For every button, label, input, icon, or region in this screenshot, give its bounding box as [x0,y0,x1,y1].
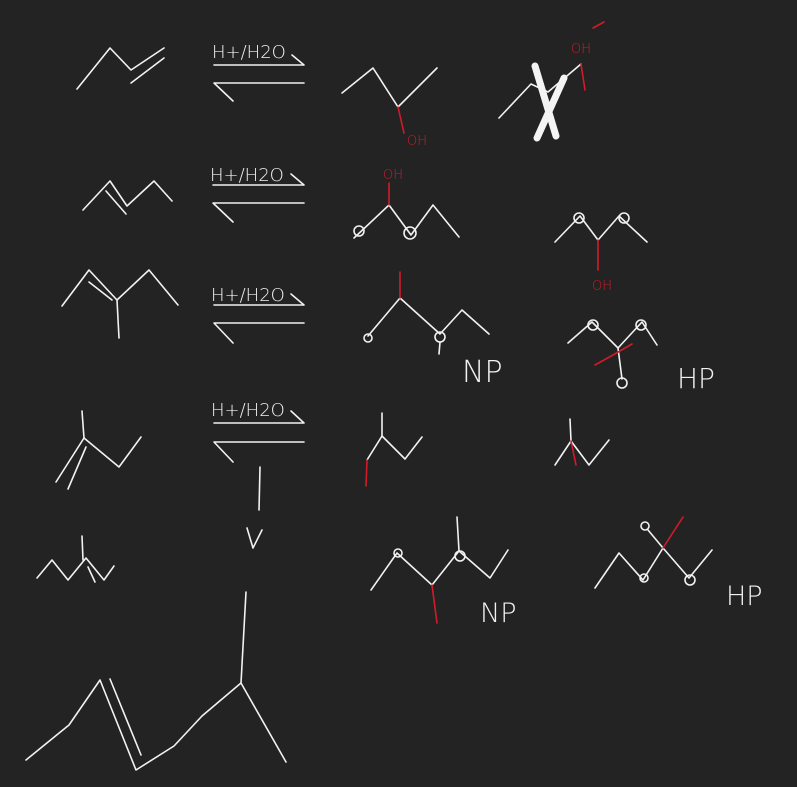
reagent-row1: H+/H2O [212,42,286,63]
reagent-label-row1: H+/H2O [212,42,286,63]
reagent-row3: H+/H2O [211,285,285,306]
product-2-butanol-alt: OH [554,212,648,294]
product-2-butanol: OH [353,168,460,240]
small-sketch-row5 [36,535,115,583]
product-hp-row3: HP [567,319,715,395]
hp-label-row3: HP [677,362,715,395]
large-alkene-structure [25,591,287,771]
product-np-row5: NP [370,516,516,629]
equilibrium-arrow-icon [213,293,305,344]
np-label-row3: NP [462,355,503,390]
reactant-2-butene [82,180,173,215]
reagent-row2: H+/H2O [210,165,284,186]
np-label-row5: NP [480,598,516,629]
down-arrow-icon [246,466,263,549]
product-propanol: OH [341,67,438,149]
equilibrium-arrow-icon [213,410,305,463]
equilibrium-arrow-icon [212,173,305,223]
product-hp-row5: HP [594,516,763,612]
reagent-label-row4: H+/H2O [211,400,285,421]
oh-label-crossed: OH [571,42,591,57]
oh-label-row2-bottom: OH [592,279,612,294]
hp-label-row5: HP [726,581,763,612]
cross-mark-icon [531,62,568,142]
reactant-row4 [55,410,142,490]
reactant-propene [76,47,165,90]
product-np-row3: NP [363,271,503,390]
product-row4-b [554,418,610,466]
oh-label-row2-top: OH [383,168,403,183]
product-row4-a [365,412,423,487]
reagent-row4: H+/H2O [211,400,285,421]
equilibrium-arrow-icon [213,54,305,102]
reagent-label-row3: H+/H2O [211,285,285,306]
reactant-2-methyl-2-butene [61,269,179,339]
reagent-label-row2: H+/H2O [210,165,284,186]
oh-label-row1: OH [407,134,427,149]
